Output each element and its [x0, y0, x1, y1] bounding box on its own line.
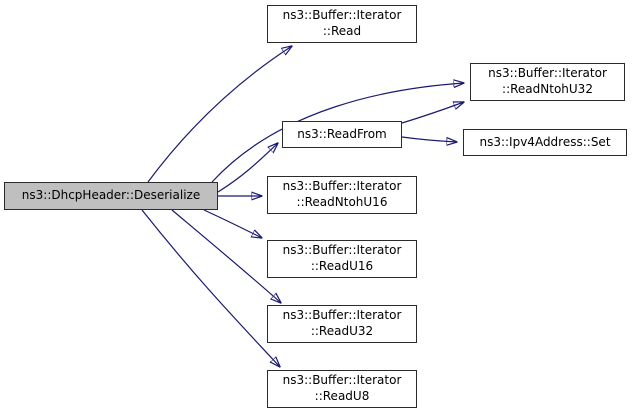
node-buffer-iterator-readu8-label: ns3::Buffer::Iterator ::ReadU8 [282, 373, 402, 403]
node-buffer-iterator-readntohu16-label: ns3::Buffer::Iterator ::ReadNtohU16 [282, 179, 402, 209]
node-buffer-iterator-readntohu32[interactable]: ns3::Buffer::Iterator ::ReadNtohU32 [470, 63, 625, 101]
node-buffer-iterator-readntohu32-label: ns3::Buffer::Iterator ::ReadNtohU32 [488, 66, 607, 96]
edge-readfrom-to-ipv4set [401, 136, 457, 142]
edge-deserialize-to-read [147, 46, 292, 183]
edge-deserialize-to-readu8 [141, 209, 280, 367]
node-dhcpheader-deserialize-label: ns3::DhcpHeader::Deserialize [21, 188, 201, 203]
node-buffer-iterator-readu8[interactable]: ns3::Buffer::Iterator ::ReadU8 [267, 370, 417, 408]
node-readfrom-label: ns3::ReadFrom [297, 126, 387, 141]
node-readfrom[interactable]: ns3::ReadFrom [282, 121, 402, 148]
node-buffer-iterator-readu16-label: ns3::Buffer::Iterator ::ReadU16 [282, 243, 402, 273]
edge-readfrom-to-readntohu32 [401, 102, 464, 124]
node-buffer-iterator-readu32-label: ns3::Buffer::Iterator ::ReadU32 [282, 308, 402, 338]
node-ipv4address-set[interactable]: ns3::Ipv4Address::Set [463, 129, 627, 156]
edge-deserialize-to-readu32 [171, 209, 281, 303]
node-buffer-iterator-read-label: ns3::Buffer::Iterator ::Read [282, 8, 402, 38]
node-buffer-iterator-readu32[interactable]: ns3::Buffer::Iterator ::ReadU32 [267, 305, 417, 343]
node-buffer-iterator-readntohu16[interactable]: ns3::Buffer::Iterator ::ReadNtohU16 [267, 176, 417, 214]
edge-deserialize-to-readu16 [203, 209, 262, 238]
node-ipv4address-set-label: ns3::Ipv4Address::Set [479, 134, 611, 149]
node-buffer-iterator-read[interactable]: ns3::Buffer::Iterator ::Read [267, 5, 417, 43]
node-buffer-iterator-readu16[interactable]: ns3::Buffer::Iterator ::ReadU16 [267, 240, 417, 278]
node-dhcpheader-deserialize: ns3::DhcpHeader::Deserialize [4, 182, 218, 210]
